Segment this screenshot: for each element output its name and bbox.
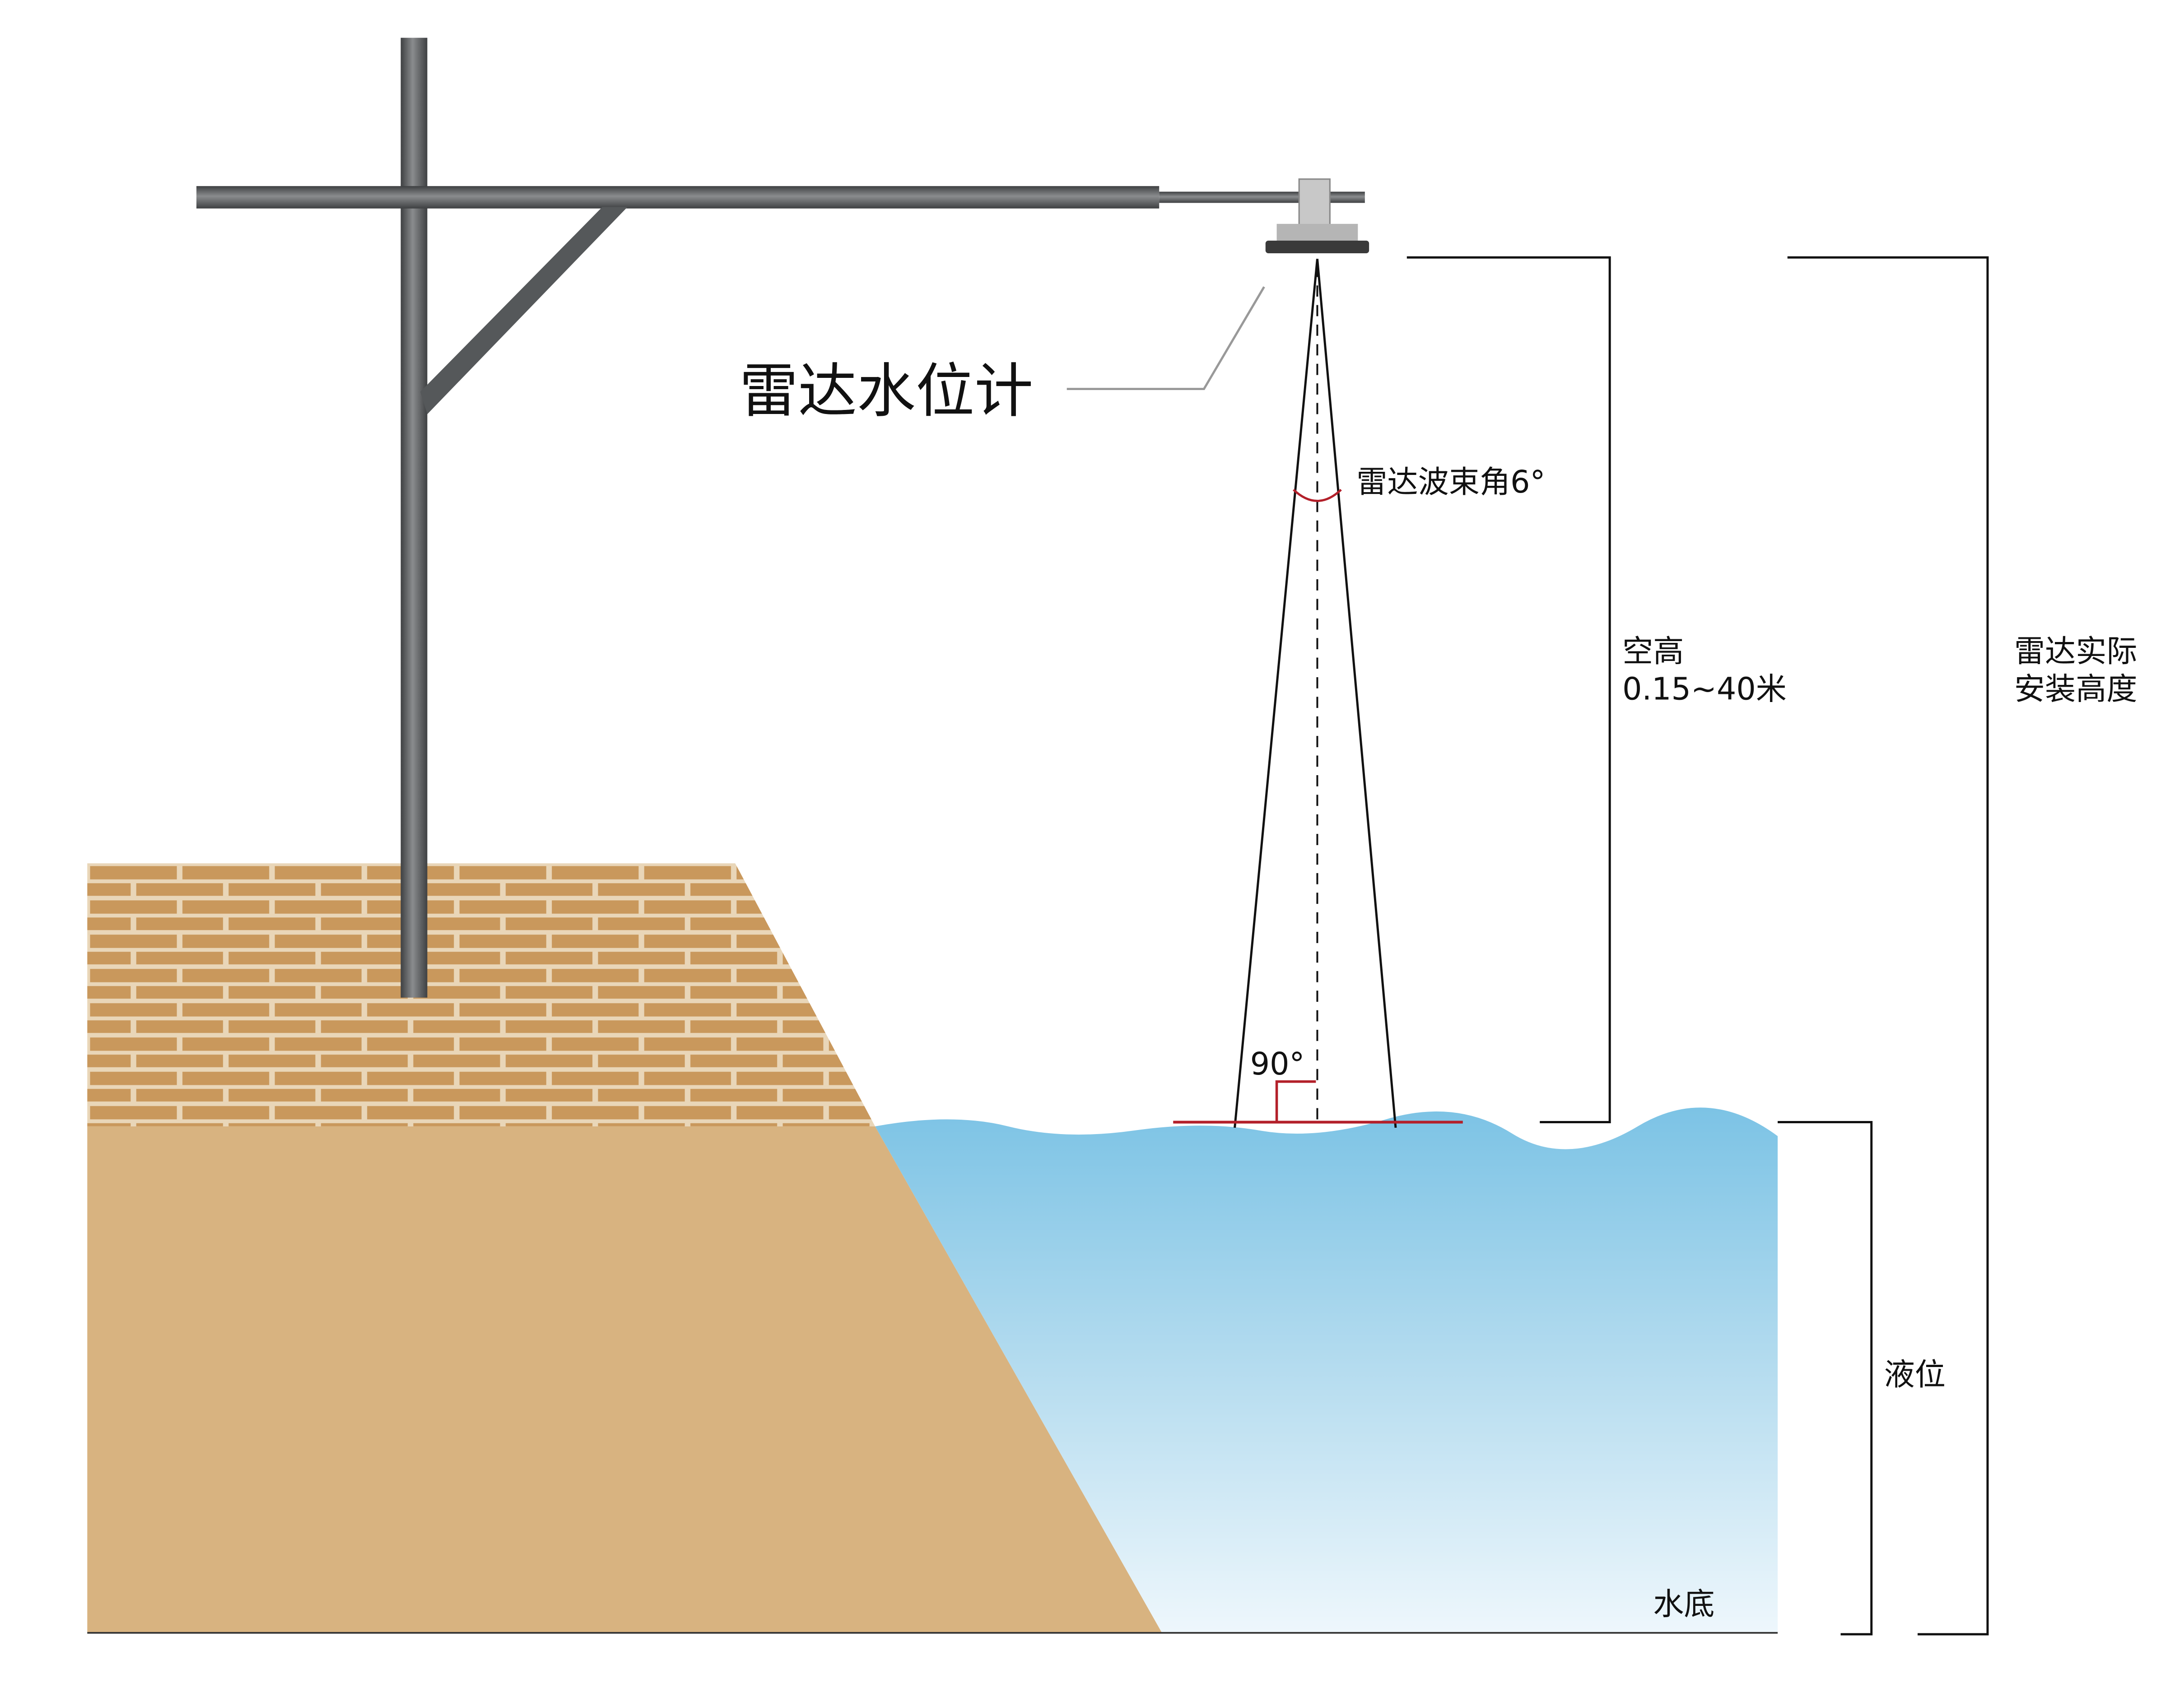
water-bottom-label: 水底 [1653,1586,1714,1622]
radar-sensor-icon [1265,178,1369,253]
thin-rod [1159,191,1365,203]
horizontal-arm [196,186,1160,209]
device-label: 雷达水位计 [740,357,1034,425]
soil-embankment [87,1126,1162,1633]
radar-beam [1234,259,1397,1128]
air-gap-bracket [1406,256,1611,1124]
right-angle-label: 90° [1250,1046,1305,1082]
right-angle-marker [1173,1080,1463,1124]
device-leader-line [1066,286,1265,391]
beam-angle-label: 雷达波束角6° [1356,465,1545,500]
install-height-line2: 安装高度 [2014,672,2137,707]
brick-wall [87,863,875,1126]
install-height-bracket [1787,256,1989,1636]
air-gap-range: 0.15~40米 [1622,672,1787,707]
water-body [875,1107,1778,1633]
install-height-line1: 雷达实际 [2014,634,2137,670]
support-brace [420,207,628,414]
air-gap-title: 空高 [1622,634,1684,670]
liquid-level-label: 液位 [1884,1357,1946,1393]
vertical-pole [400,37,428,998]
liquid-level-bracket [1778,1121,1873,1636]
beam-angle-arc [1293,488,1342,502]
